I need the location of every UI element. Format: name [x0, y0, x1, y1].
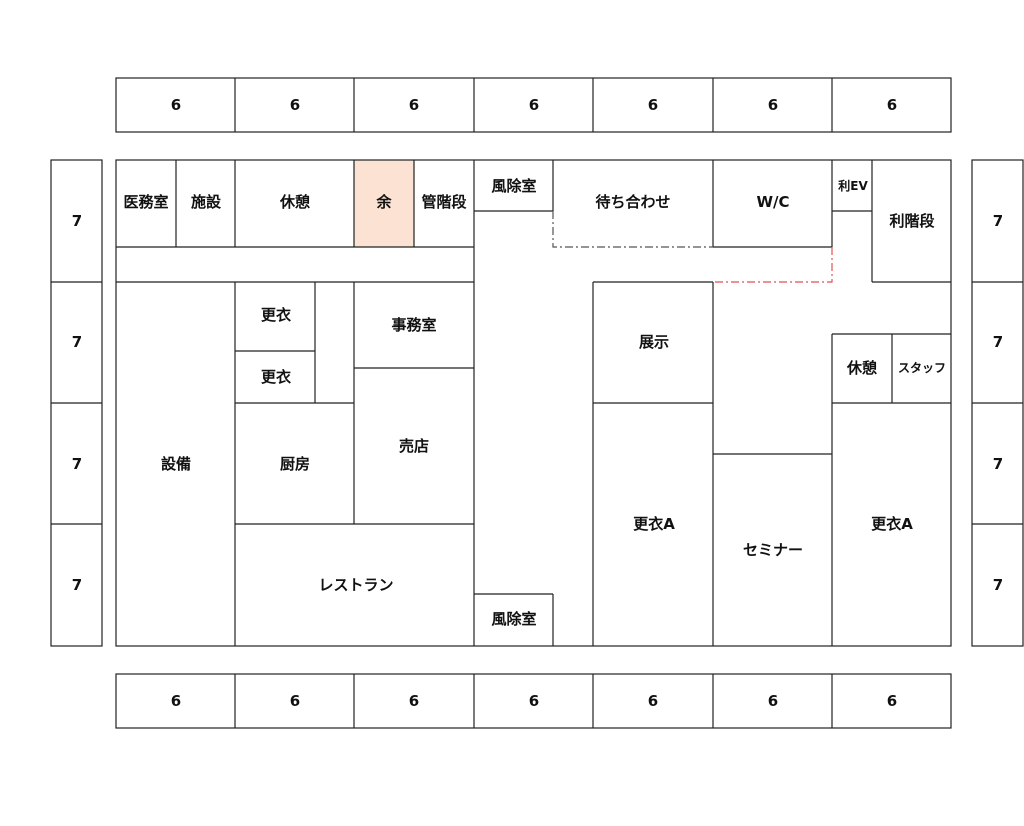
- room-locker-a-2: 更衣A: [871, 515, 913, 533]
- left-column-cell-3: 7: [72, 455, 82, 473]
- top-strip-cell-7: 6: [887, 96, 897, 114]
- room-mgmt-stairs: 管階段: [421, 193, 466, 211]
- bottom-strip-cell-4: 6: [529, 692, 539, 710]
- top-strip-cell-5: 6: [648, 96, 658, 114]
- room-seminar: セミナー: [743, 541, 803, 559]
- room-kitchen: 厨房: [280, 455, 310, 473]
- room-rest-right: 休憩: [846, 359, 877, 377]
- room-wc: W/C: [756, 193, 789, 211]
- room-user-stairs: 利階段: [889, 212, 934, 230]
- room-rest-top: 休憩: [279, 193, 310, 211]
- room-windbreak-bottom: 風除室: [491, 610, 536, 628]
- top-strip-frame: [115, 77, 952, 133]
- top-strip-cell-1: 6: [171, 96, 181, 114]
- room-office: 事務室: [391, 316, 436, 334]
- room-user-ev: 利EV: [838, 178, 868, 193]
- right-column-cell-1: 7: [993, 212, 1003, 230]
- left-column-cell-4: 7: [72, 576, 82, 594]
- left-column-cell-1: 7: [72, 212, 82, 230]
- bottom-strip-cell-3: 6: [409, 692, 419, 710]
- room-equipment: 設備: [161, 455, 191, 473]
- room-locker-a-1: 更衣A: [633, 515, 675, 533]
- top-strip: 6 6 6 6 6 6 6: [115, 77, 952, 133]
- right-column-cell-2: 7: [993, 333, 1003, 351]
- room-meeting: 待ち合わせ: [595, 193, 670, 211]
- main-building: 医務室 施設 休憩 余 管階段 風除室 待ち合わせ W/C 利EV 利階段 更衣…: [115, 159, 952, 647]
- room-locker-2: 更衣: [261, 368, 291, 386]
- room-windbreak-top: 風除室: [491, 177, 536, 195]
- room-medical: 医務室: [123, 193, 168, 211]
- top-strip-cell-6: 6: [768, 96, 778, 114]
- room-shop: 売店: [399, 437, 429, 455]
- bottom-strip-cell-5: 6: [648, 692, 658, 710]
- waiting-area-dashed-boundary: [552, 211, 713, 248]
- spare-room-highlight: [354, 160, 414, 247]
- room-restaurant: レストラン: [318, 576, 393, 594]
- red-dashed-boundary: [713, 247, 833, 283]
- room-staff: スタッフ: [898, 361, 946, 375]
- bottom-strip-cell-2: 6: [290, 692, 300, 710]
- top-strip-cell-4: 6: [529, 96, 539, 114]
- left-column: 7 7 7 7: [50, 159, 103, 647]
- left-column-cell-2: 7: [72, 333, 82, 351]
- top-strip-cell-3: 6: [409, 96, 419, 114]
- bottom-strip: 6 6 6 6 6 6 6: [115, 673, 952, 729]
- room-spare: 余: [375, 193, 392, 211]
- right-column-cell-4: 7: [993, 576, 1003, 594]
- bottom-strip-cell-6: 6: [768, 692, 778, 710]
- bottom-strip-cell-1: 6: [171, 692, 181, 710]
- top-strip-cell-2: 6: [290, 96, 300, 114]
- room-exhibit: 展示: [639, 333, 669, 351]
- right-column: 7 7 7 7: [971, 159, 1024, 647]
- right-column-cell-3: 7: [993, 455, 1003, 473]
- bottom-strip-frame: [115, 673, 952, 729]
- bottom-strip-cell-7: 6: [887, 692, 897, 710]
- room-facility: 施設: [191, 193, 222, 211]
- room-locker-1: 更衣: [261, 306, 291, 324]
